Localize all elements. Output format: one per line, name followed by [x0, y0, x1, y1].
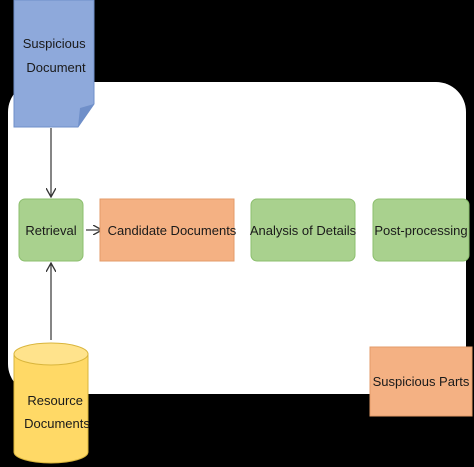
- candidate-documents-label: Candidate Documents: [108, 223, 237, 238]
- suspicious-document-line-1: Suspicious: [23, 36, 86, 51]
- post-processing-node: Post-processing: [372, 198, 470, 262]
- suspicious-document-node: Suspicious Document: [13, 0, 95, 128]
- resource-documents-line-2: Documents: [24, 416, 90, 431]
- suspicious-parts-node: Suspicious Parts: [369, 346, 473, 417]
- candidate-documents-node: Candidate Documents: [99, 198, 237, 262]
- analysis-of-details-label: Analysis of Details: [250, 223, 357, 238]
- resource-documents-line-1: Resource: [27, 393, 83, 408]
- retrieval-label: Retrieval: [25, 223, 76, 238]
- retrieval-node: Retrieval: [18, 198, 84, 262]
- svg-text:Suspicious Document: Suspicious Document: [23, 36, 90, 75]
- analysis-of-details-node: Analysis of Details: [250, 198, 357, 262]
- resource-documents-node: Resource Documents: [13, 342, 90, 464]
- suspicious-parts-label: Suspicious Parts: [373, 374, 470, 389]
- process-panel: [8, 82, 466, 394]
- post-processing-label: Post-processing: [374, 223, 467, 238]
- suspicious-document-line-2: Document: [26, 60, 86, 75]
- svg-text:Resource Documents: Resource Documents: [24, 393, 90, 431]
